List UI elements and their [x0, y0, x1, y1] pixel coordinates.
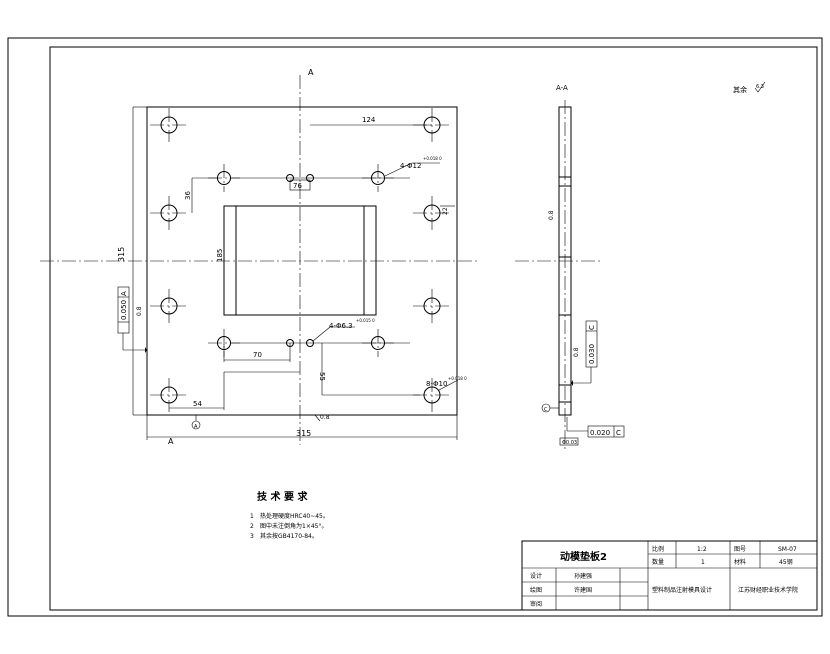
tech-req-3: 其余按GB4170-84。 — [260, 532, 318, 540]
svg-text:绘图: 绘图 — [530, 586, 542, 594]
svg-text:设计: 设计 — [530, 572, 542, 580]
dim-185: 185 — [216, 249, 224, 262]
datum-a-symbol — [191, 420, 201, 430]
svg-text:0.8: 0.8 — [548, 210, 555, 220]
outer-border — [7, 37, 823, 617]
qty-value: 1 — [701, 559, 705, 566]
material-value: 45钢 — [779, 558, 793, 566]
part-name: 动模垫板2 — [560, 550, 607, 563]
svg-text:C: C — [588, 325, 596, 330]
svg-text:Φ0.03: Φ0.03 — [562, 440, 577, 446]
svg-text:A: A — [120, 291, 128, 296]
section-mark-top: A — [308, 68, 314, 77]
callout-pin: 4-Φ6.3 — [329, 322, 353, 330]
svg-text:0.050: 0.050 — [120, 300, 128, 320]
tolerance-frame-c1: 0.030 C — [571, 320, 598, 386]
central-pocket — [223, 205, 377, 316]
svg-text:比例: 比例 — [652, 545, 664, 553]
scale-value: 1:2 — [697, 546, 707, 553]
callout-screw: 8-Φ10 — [426, 380, 447, 388]
svg-text:0.030: 0.030 — [588, 344, 596, 364]
callout-screw-tol: +0.018 0 — [448, 376, 467, 381]
technical-requirements: 技 术 要 求 1 热处理硬度HRC40~45。 2 图中未注倒角为1×45°。… — [250, 490, 329, 540]
school-name: 江苏财经职业技术学院 — [738, 586, 798, 594]
section-view: A-A 0.8 0.8 0.030 C 0.020 C — [515, 84, 625, 450]
datum-c-symbol — [541, 403, 551, 413]
title-block: 动模垫板2 比例 1:2 图号 SM-07 数量 1 材料 45钢 设计 孙建强… — [521, 540, 818, 611]
plan-view: 315 315 A A 185 — [40, 68, 480, 446]
tech-req-2: 图中未注倒角为1×45°。 — [260, 522, 327, 530]
svg-text:审阅: 审阅 — [530, 600, 542, 608]
svg-text:C: C — [616, 429, 621, 437]
drawing-no: SM-07 — [778, 546, 797, 553]
dim-36: 36 — [184, 191, 192, 200]
svg-text:22: 22 — [442, 207, 449, 215]
svg-text:0.8: 0.8 — [320, 414, 330, 421]
drafter: 许建国 — [574, 586, 592, 594]
svg-text:2: 2 — [250, 523, 254, 530]
svg-text:3: 3 — [250, 533, 254, 540]
tolerance-frame-a: 0.050 A — [117, 286, 147, 353]
svg-text:6.3: 6.3 — [756, 84, 764, 90]
dim-315-bottom: 315 — [296, 429, 311, 438]
dim-55: 55 — [318, 372, 326, 381]
svg-text:数量: 数量 — [652, 558, 664, 566]
tolerance-frame-c2: 0.020 C — [566, 417, 625, 438]
svg-text:材料: 材料 — [734, 558, 746, 566]
callout-dowel-tol: +0.018 0 — [423, 156, 442, 161]
inner-border — [49, 46, 818, 611]
svg-text:1: 1 — [250, 513, 254, 520]
screw-holes — [160, 116, 441, 404]
dim-76: 76 — [293, 182, 302, 190]
dim-70: 70 — [253, 351, 262, 359]
svg-text:C: C — [544, 407, 548, 413]
section-title: A-A — [556, 84, 568, 92]
svg-text:0.020: 0.020 — [590, 429, 610, 437]
svg-text:0.8: 0.8 — [573, 347, 580, 357]
callout-dowel: 4-Φ12 — [400, 162, 421, 170]
dim-54: 54 — [193, 400, 202, 408]
svg-text:A: A — [194, 424, 198, 430]
designer: 孙建强 — [574, 572, 592, 580]
dim-124: 124 — [362, 116, 376, 124]
tech-req-heading: 技 术 要 求 — [257, 490, 308, 503]
project-name: 塑料制品注射模具设计 — [652, 586, 712, 594]
tech-req-1: 热处理硬度HRC40~45。 — [260, 512, 329, 520]
callout-pin-tol: +0.015 0 — [356, 318, 375, 323]
svg-text:图号: 图号 — [734, 546, 746, 553]
dim-315-left: 315 — [117, 247, 126, 262]
svg-text:0.8: 0.8 — [136, 306, 143, 316]
section-mark-bottom: A — [168, 437, 174, 446]
surface-note: 其余 — [733, 85, 747, 94]
